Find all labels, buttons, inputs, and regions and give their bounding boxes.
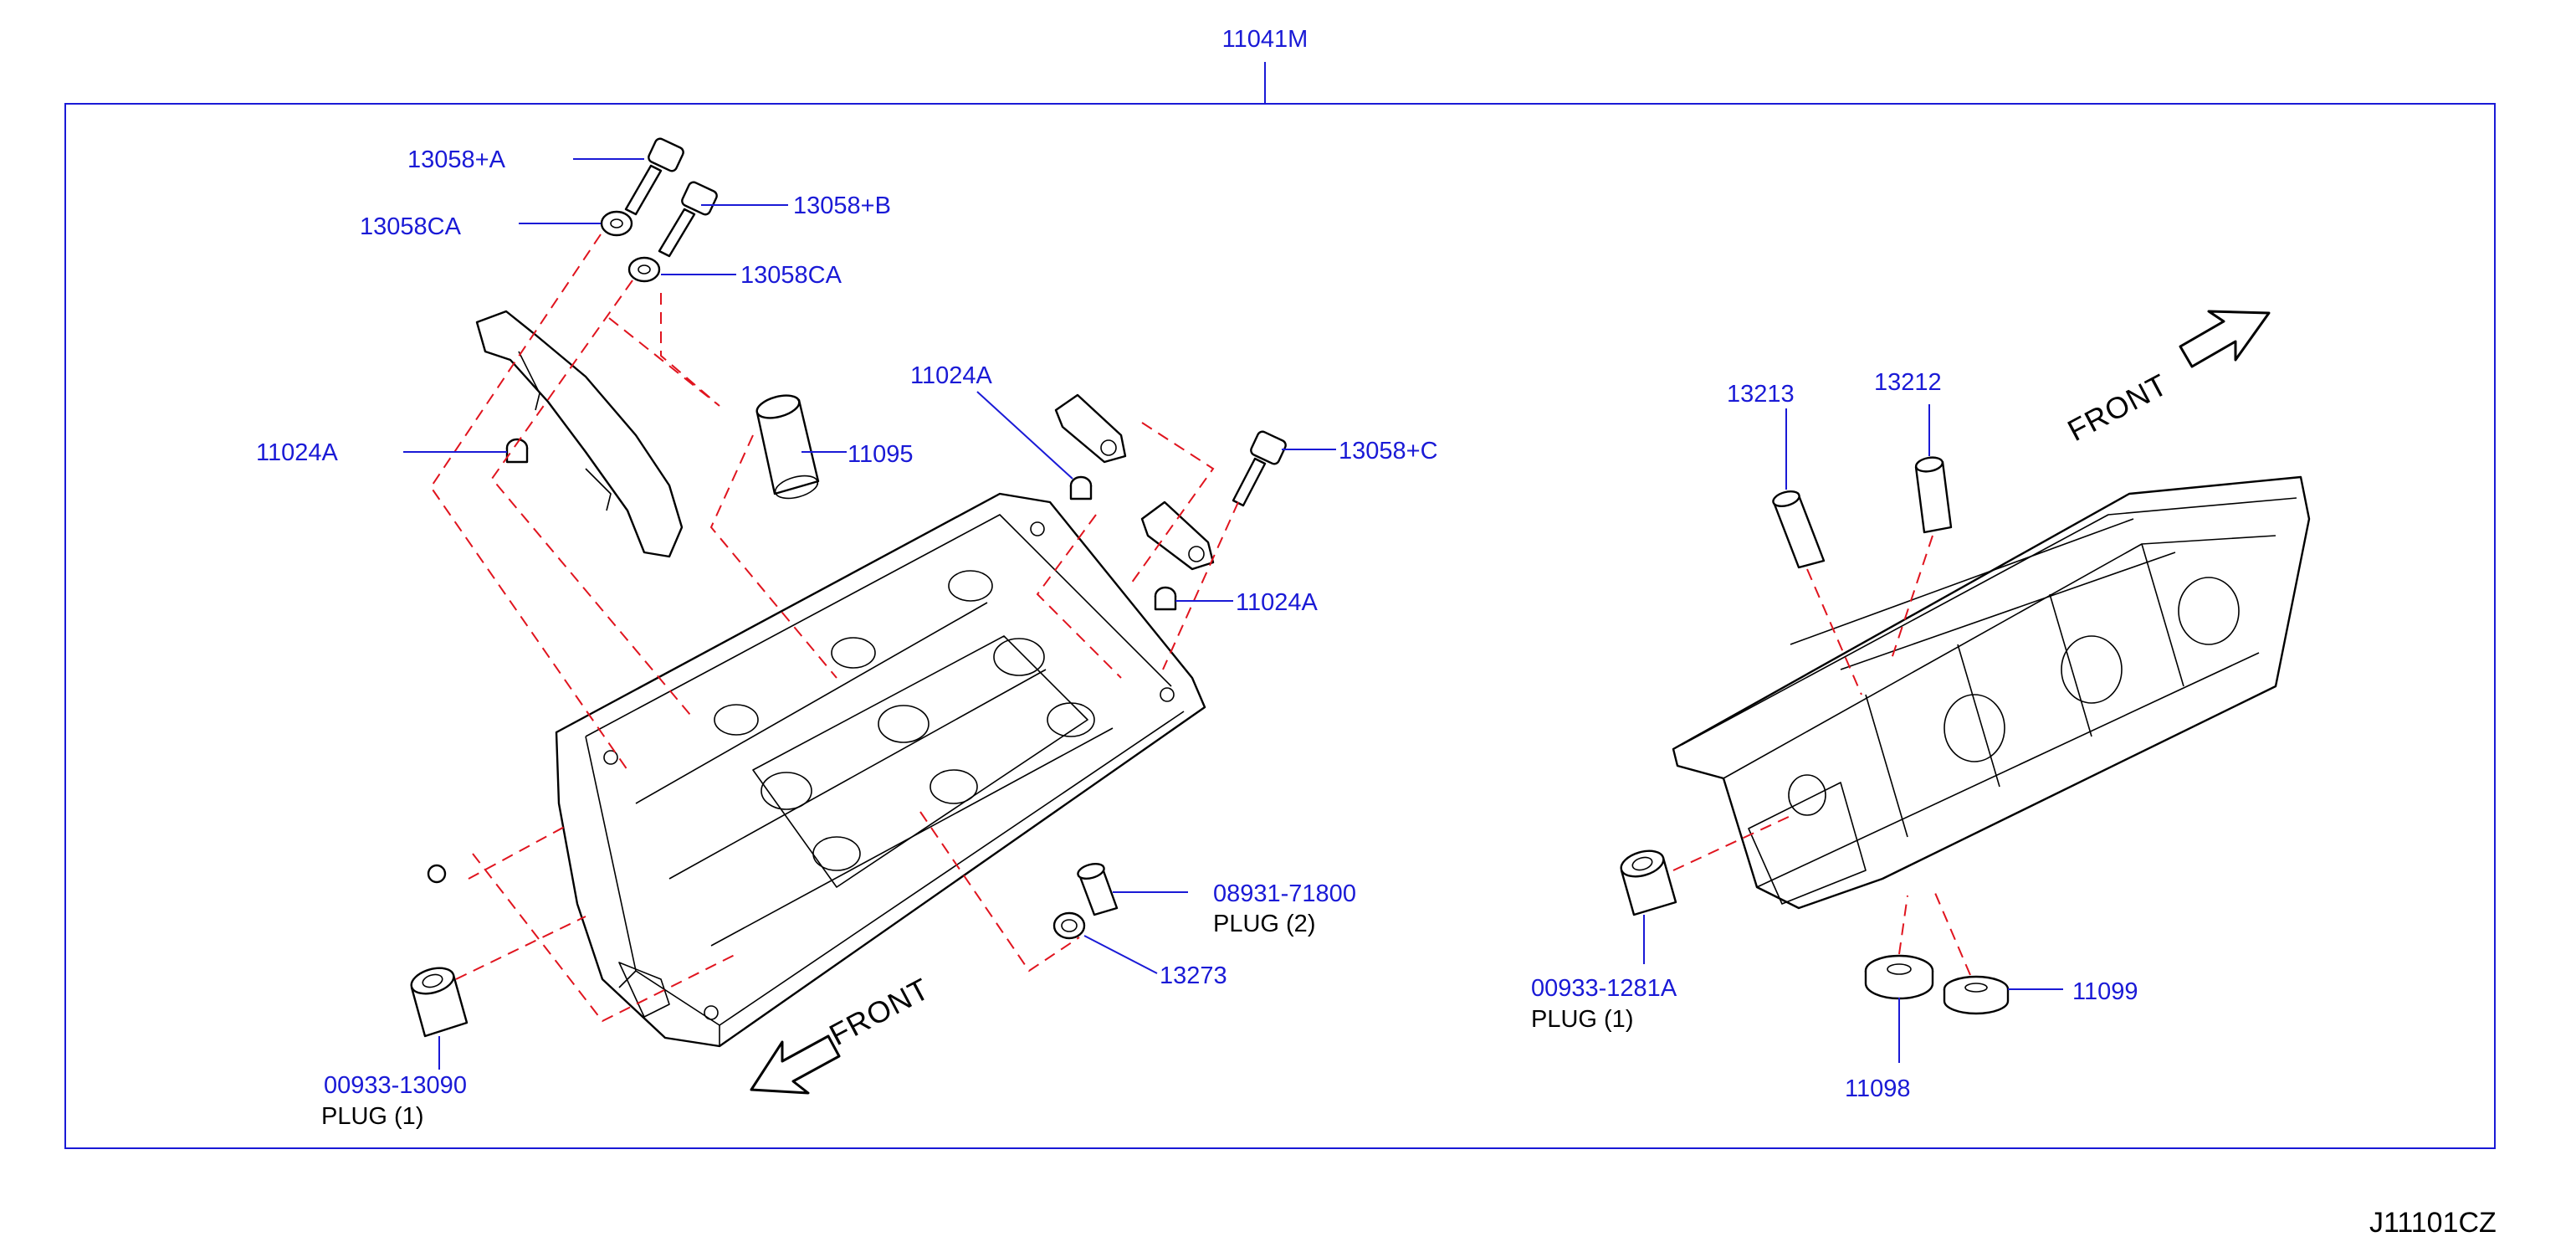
label-bolt-13058-a[interactable]: 13058+A [407,146,506,173]
label-washer-13058ca-right[interactable]: 13058CA [740,262,842,289]
timing-chain-guide[interactable] [475,310,684,558]
dowel-11024a-chain[interactable] [505,438,529,464]
assembly-part-number[interactable]: 11041M [1222,26,1308,53]
assembly-frame [64,103,2496,1149]
tube-11095[interactable] [755,392,820,503]
washer-13058ca-right[interactable] [627,256,661,283]
label-dowel-11024a-chain[interactable]: 11024A [256,439,338,466]
bolt-13058-b[interactable] [658,181,719,258]
dowel-11024a-mid[interactable] [1154,586,1177,611]
washer-13058ca-left[interactable] [600,210,633,237]
label-plug-00933-13090[interactable]: 00933-13090 [324,1072,467,1099]
valve-guide-13213[interactable] [1771,489,1826,569]
label-plug-00933-1281a[interactable]: 00933-1281A [1531,975,1677,1002]
right-cylinder-head[interactable] [1672,475,2311,910]
washer-13273[interactable] [1052,911,1086,940]
label-seal-11099[interactable]: 11099 [2072,978,2138,1005]
label-washer-13273[interactable]: 13273 [1160,962,1227,989]
label-dowel-11024a-top[interactable]: 11024A [910,362,992,389]
left-cylinder-head[interactable] [555,492,1206,1048]
bolt-13058-c[interactable] [1232,430,1288,507]
note-plug-center: PLUG (2) [1213,911,1315,937]
seal-11098[interactable] [1864,954,1934,1000]
plug-00933-1281a[interactable] [1618,846,1677,916]
bracket-upper[interactable] [1054,393,1127,464]
label-bolt-13058-b[interactable]: 13058+B [793,192,891,219]
label-plug-08931-71800[interactable]: 08931-71800 [1213,880,1356,907]
front-label-right: FRONT [2062,367,2174,448]
seal-11099[interactable] [1943,975,2010,1015]
assembly-dashed-lines [429,234,1971,1023]
label-tube-11095[interactable]: 11095 [848,441,914,468]
dowel-11024a-top[interactable] [1069,475,1093,500]
label-bolt-13058-c[interactable]: 13058+C [1339,438,1438,464]
plug-08931-71800[interactable] [1076,861,1119,916]
bolt-13058-a[interactable] [624,137,685,216]
bracket-lower[interactable] [1140,500,1215,571]
label-dowel-11024a-mid[interactable]: 11024A [1236,589,1318,616]
label-seal-11098[interactable]: 11098 [1845,1075,1911,1102]
front-arrow-right: FRONT [2062,310,2271,448]
leader-lines [403,158,2063,1070]
ball-plug[interactable] [427,864,447,884]
front-label-left: FRONT [824,971,935,1052]
diagram-id: J11101CZ [2369,1207,2497,1239]
plug-00933-13090[interactable] [408,963,469,1038]
note-plug-right: PLUG (1) [1531,1006,1633,1033]
label-guide-13212[interactable]: 13212 [1874,369,1942,396]
label-guide-13213[interactable]: 13213 [1727,381,1795,408]
label-washer-13058ca-left[interactable]: 13058CA [360,213,462,240]
valve-guide-13212[interactable] [1914,455,1953,534]
note-plug-left: PLUG (1) [321,1103,423,1130]
